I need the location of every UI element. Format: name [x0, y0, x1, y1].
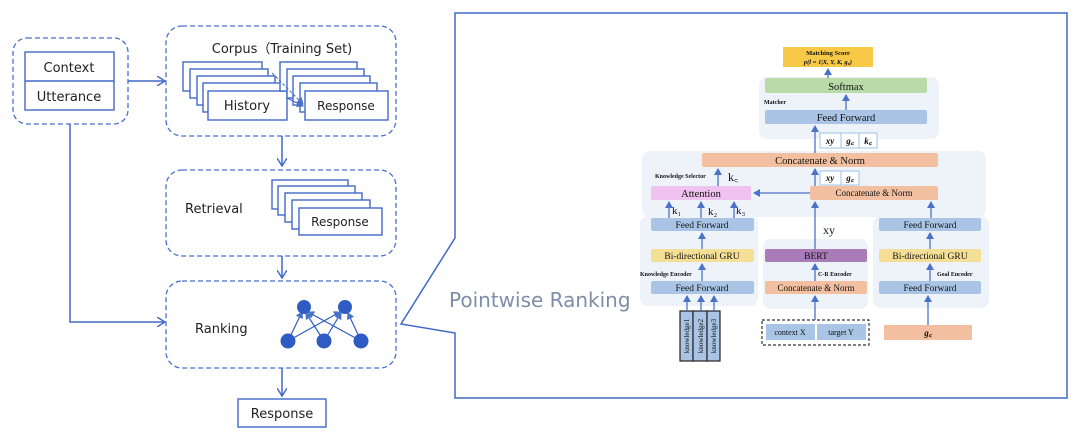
matching-score-formula: p(l = 1|X, Y, K, g꜀): [803, 59, 852, 66]
bert-box: [765, 249, 867, 262]
knowledge3-label: knowledge3: [710, 318, 718, 353]
k3-label: k₃: [736, 205, 746, 217]
goal-ff-top-box: [879, 218, 981, 231]
cr-concat-label: Concatenate & Norm: [778, 283, 855, 293]
ranking-dashed-frame: [165, 280, 397, 369]
retrieval-title: Retrieval: [185, 202, 243, 217]
knowledge-gru-box: [651, 249, 754, 262]
context-label: Context: [44, 61, 95, 76]
mapping-arrow: [286, 97, 304, 107]
token-xy: xy: [825, 173, 836, 183]
ranking-title: Ranking: [195, 322, 248, 337]
token-gc: g꜀: [845, 136, 855, 146]
concat-norm-mid-label: Concatenate & Norm: [836, 188, 913, 198]
architecture-arrows: [665, 68, 935, 325]
corpus-title: Corpus（Training Set): [212, 42, 353, 57]
goal-gru-label: Bi-directional GRU: [892, 252, 967, 262]
goal-gc-box: [884, 325, 972, 340]
goal-ff-bottom-label: Feed Forward: [903, 284, 956, 294]
matcher-feed-forward-box: [765, 110, 927, 124]
concat-norm-mid-box: [810, 186, 938, 200]
cr-concat-box: [765, 281, 867, 294]
history-label: History: [224, 99, 271, 114]
attention-label: Attention: [681, 189, 721, 200]
corpus-response-label: Response: [317, 99, 375, 113]
knowledge-inputs: knowledge1 knowledge2 knowledge3: [679, 310, 721, 362]
input-group: Context Utterance: [12, 37, 129, 125]
matching-score-title: Matching Score: [806, 50, 850, 57]
callout-frame: [399, 12, 1068, 399]
retrieval-group: Retrieval Response: [165, 169, 397, 257]
context-x-label: context X: [774, 328, 806, 337]
target-y-box: [817, 324, 866, 340]
softmax-box: [765, 78, 927, 93]
goal-ff-top-label: Feed Forward: [903, 221, 956, 231]
knowledge-encoder-label: Knowledge Encoder: [640, 272, 692, 278]
k1-label: k₁: [672, 205, 682, 217]
goal-gru-box: [879, 249, 981, 262]
token-gc: g꜀: [845, 173, 855, 183]
retrieved-card: [298, 207, 383, 236]
concat-norm-top-label: Concatenate & Norm: [775, 156, 865, 167]
cr-input-dashed-frame: [761, 319, 870, 346]
softmax-label: Softmax: [828, 82, 864, 93]
arrow-input-to-ranking: [69, 124, 165, 322]
response-card: [304, 90, 389, 121]
matching-score-box: [783, 47, 873, 67]
token-kc: k꜀: [864, 136, 873, 146]
mapping-arrow: [271, 72, 304, 105]
k2-label: k₂: [708, 206, 718, 218]
retrieval-dashed-frame: [165, 169, 397, 257]
attention-box: [651, 186, 751, 200]
knowledge2-label: knowledge2: [697, 318, 705, 353]
retrieval-response-label: Response: [311, 215, 369, 229]
xy-label: xy: [823, 223, 835, 237]
kc-label: k꜀: [728, 170, 738, 184]
token-xy: xy: [825, 136, 836, 146]
goal-encoder-label: Goal Encoder: [937, 272, 973, 278]
knowledge-gru-label: Bi-directional GRU: [664, 252, 739, 262]
cr-encoder-label: C-R Encoder: [818, 272, 852, 278]
corpus-dashed-frame: [165, 25, 397, 137]
knowledge-ff-bottom-label: Feed Forward: [675, 284, 728, 294]
knowledge-ff-top-label: Feed Forward: [675, 221, 728, 231]
goal-ff-bottom-box: [879, 281, 981, 294]
pointwise-ranking-caption: Pointwise Ranking: [449, 288, 631, 312]
goal-gc-label: g꜀: [923, 328, 933, 338]
matcher-feed-forward-label: Feed Forward: [817, 113, 876, 124]
corpus-group: Corpus（Training Set) History Response: [165, 25, 397, 137]
knowledge-ff-top-box: [651, 218, 754, 231]
top-token-strip: xy g꜀ k꜀: [819, 132, 878, 149]
neural-network-icon: [280, 300, 369, 349]
target-y-label: target Y: [828, 328, 854, 337]
output-response-box: [237, 398, 327, 428]
knowledge1-label: knowledge1: [683, 318, 691, 353]
mid-token-strip: xy g꜀: [819, 170, 860, 186]
utterance-label: Utterance: [37, 90, 101, 105]
concat-norm-top-box: [702, 153, 938, 167]
matcher-label: Matcher: [764, 100, 786, 106]
ranking-group: Ranking: [165, 280, 397, 369]
history-card: [207, 90, 288, 121]
output-response-label: Response: [251, 407, 313, 422]
knowledge-ff-bottom-box: [651, 281, 754, 294]
knowledge-selector-label: Knowledge Selector: [655, 174, 706, 180]
bert-label: BERT: [804, 252, 828, 262]
selector-panel: [642, 151, 986, 217]
context-x-box: [766, 324, 815, 340]
